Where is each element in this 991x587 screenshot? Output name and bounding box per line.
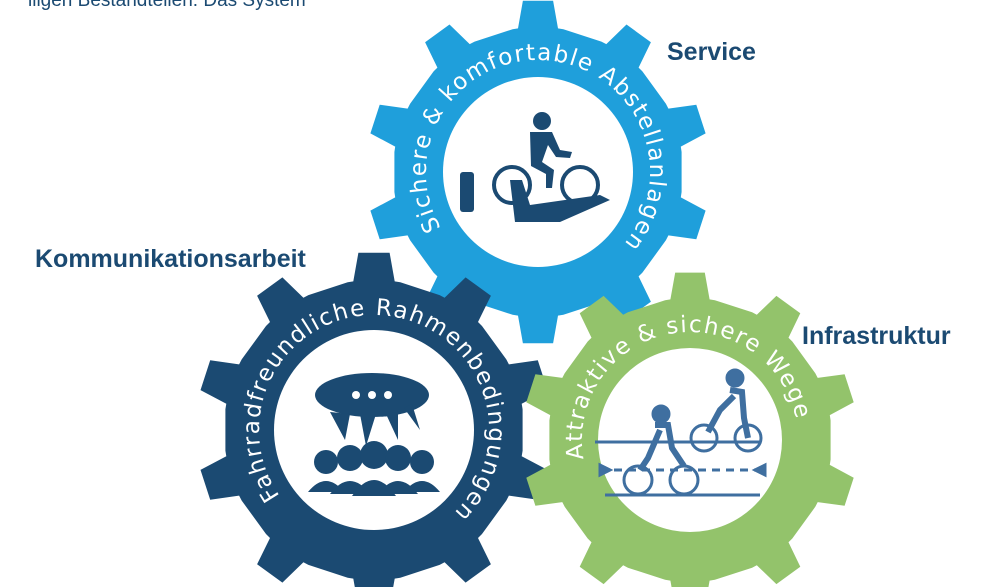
hand-holding-bicycle-icon	[460, 112, 610, 222]
service-gear-hub	[443, 77, 633, 267]
infrastruktur-label: Infrastruktur	[802, 322, 951, 350]
top-caption: iligen Bestandteilen: Das System	[28, 0, 306, 11]
speech-bubble-group-icon	[308, 373, 440, 496]
infrastruktur-gear: Attraktive & sichere Wege	[526, 272, 854, 587]
kommunikation-gear: Fahrradfreundliche Rahmenbedingungen	[200, 252, 548, 587]
cyclists-on-lane-icon	[595, 368, 767, 497]
service-gear: Sichere & komfortable Abstellanlagen	[370, 0, 706, 344]
kommunikation-label: Kommunikationsarbeit	[35, 245, 306, 273]
service-label: Service	[667, 38, 756, 66]
kommunikation-gear-hub	[274, 330, 474, 530]
